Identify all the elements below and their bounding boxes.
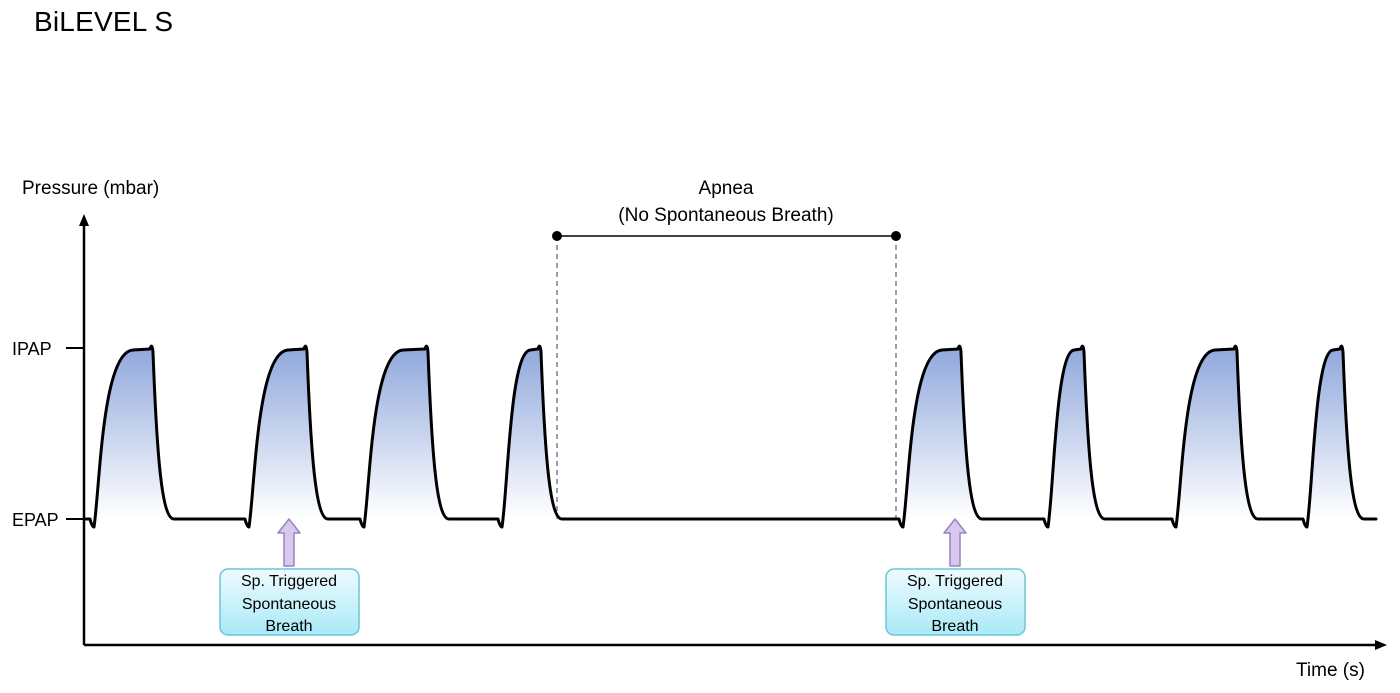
axes: [66, 214, 1387, 650]
ipap-tick-label: IPAP: [12, 339, 52, 359]
y-axis-arrowhead: [79, 214, 89, 226]
apnea-sublabel: (No Spontaneous Breath): [618, 205, 833, 226]
callout-line-1: Sp. Triggered: [907, 573, 1003, 590]
callout-spontaneous-breath-1: Sp. Triggered Spontaneous Breath: [219, 518, 360, 636]
epap-tick-label: EPAP: [12, 510, 59, 530]
callout-line-3: Breath: [931, 618, 978, 635]
callout-line-1: Sp. Triggered: [241, 573, 337, 590]
page-title: BiLEVEL S: [34, 6, 174, 37]
up-arrow-icon: [277, 518, 301, 567]
apnea-start-dot: [552, 231, 562, 241]
y-axis-label: Pressure (mbar): [22, 178, 159, 199]
breath-fill: [364, 346, 449, 519]
breath-fill: [502, 346, 562, 519]
pressure-waveform: [82, 344, 1378, 529]
callout-line-2: Spontaneous: [908, 596, 1002, 613]
callout-box: [219, 568, 360, 636]
callout-spontaneous-breath-2: Sp. Triggered Spontaneous Breath: [885, 518, 1026, 636]
up-arrow-icon: [943, 518, 967, 567]
x-axis-arrowhead: [1375, 640, 1387, 650]
breath-fills: [94, 346, 1364, 519]
x-axis-label: Time (s): [1296, 660, 1365, 681]
apnea-marker: Apnea (No Spontaneous Breath): [552, 178, 901, 519]
callout-line-3: Breath: [265, 618, 312, 635]
apnea-label: Apnea: [699, 178, 754, 199]
callout-box: [885, 568, 1026, 636]
apnea-end-dot: [891, 231, 901, 241]
callout-line-2: Spontaneous: [242, 596, 336, 613]
